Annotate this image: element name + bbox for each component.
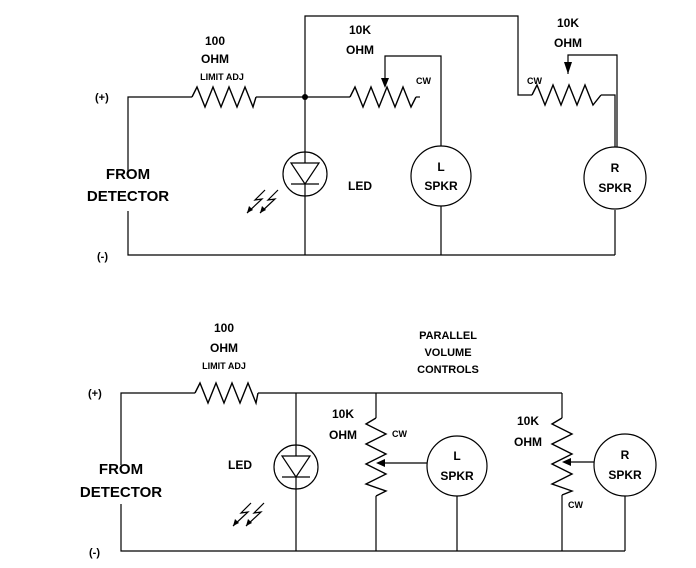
bottom-limit-resistor [194,381,259,406]
svg-text:L: L [437,160,444,174]
right-pot-cw: CW [527,76,542,86]
bottom-terminal-neg: (-) [89,547,100,559]
top-wires [127,15,618,256]
bottom-terminal-pos: (+) [88,388,102,400]
right-pot-value-2: OHM [554,36,582,50]
bottom-right-pot-value-2: OHM [514,435,542,449]
limit-resistor-note: LIMIT ADJ [200,72,244,82]
svg-text:R: R [621,448,630,462]
bottom-led [273,444,319,490]
svg-text:SPKR: SPKR [424,179,458,193]
limit-resistor-value-2: OHM [201,52,229,66]
caption-line-1: PARALLEL [419,330,477,342]
bottom-source-line2: DETECTOR [80,484,162,501]
bottom-source-line1: FROM [99,461,143,478]
bottom-led-label: LED [228,458,252,472]
bottom-right-pot-arrow [562,458,571,466]
left-pot-value-2: OHM [346,43,374,57]
bottom-right-speaker: R SPKR [593,433,657,497]
bottom-left-pot-cw: CW [392,429,407,439]
limit-resistor-value-1: 100 [205,34,225,48]
caption-line-3: CONTROLS [417,364,479,376]
left-potentiometer [349,85,417,109]
bottom-left-pot-value-2: OHM [329,428,357,442]
svg-text:SPKR: SPKR [440,469,474,483]
junction-dot [302,94,308,100]
bottom-wires [120,392,626,552]
right-potentiometer [531,83,602,107]
right-pot-value-1: 10K [557,16,579,30]
top-led-label: LED [348,179,372,193]
svg-text:SPKR: SPKR [608,468,642,482]
limit-resistor [191,85,257,110]
top-led-light-arrows [246,189,279,214]
top-terminal-neg: (-) [97,251,108,263]
bottom-right-pot-cw: CW [568,500,583,510]
bottom-right-pot-value-1: 10K [517,414,539,428]
bottom-left-potentiometer [364,417,388,497]
bottom-limit-value-1: 100 [214,321,234,335]
left-pot-wiper-arrow [381,78,389,88]
top-left-speaker: L SPKR [410,145,472,207]
bottom-left-speaker: L SPKR [426,435,488,497]
svg-text:R: R [611,161,620,175]
caption-line-2: VOLUME [424,347,471,359]
bottom-left-pot-value-1: 10K [332,407,354,421]
top-source-line1: FROM [106,166,150,183]
svg-text:SPKR: SPKR [598,181,632,195]
top-circuit: 100 OHM LIMIT ADJ 10K OHM CW 10K OHM CW [87,15,647,263]
bottom-left-pot-arrow [376,459,385,467]
top-right-speaker: R SPKR [583,146,647,210]
top-source-line2: DETECTOR [87,188,169,205]
bottom-limit-value-2: OHM [210,341,238,355]
bottom-limit-note: LIMIT ADJ [202,361,246,371]
left-pot-value-1: 10K [349,23,371,37]
top-led [282,151,328,197]
top-terminal-pos: (+) [95,92,109,104]
svg-text:L: L [453,449,460,463]
bottom-right-potentiometer [550,417,574,496]
bottom-led-light-arrows [232,502,265,527]
left-pot-cw: CW [416,76,431,86]
bottom-circuit: 100 OHM LIMIT ADJ PARALLEL VOLUME CONTRO… [80,321,657,559]
